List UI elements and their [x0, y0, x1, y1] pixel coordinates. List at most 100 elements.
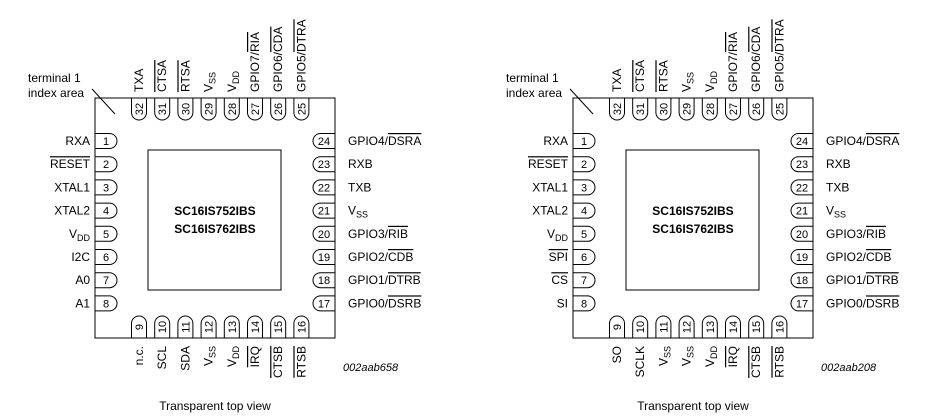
pin-label-24: GPIO4/DSRA: [826, 134, 899, 148]
pin-14: 14: [725, 315, 741, 339]
pin-3: 3: [572, 179, 596, 196]
pin-label-13: VDD: [703, 346, 719, 368]
pin-6: 6: [572, 249, 596, 265]
pin-number: 16: [774, 321, 786, 333]
pin-number: 27: [250, 103, 262, 115]
pin-2: 2: [572, 156, 596, 173]
pin-label-7: CS: [551, 273, 568, 287]
pin-7: 7: [572, 272, 596, 289]
pin-label-26: GPIO6/CDA: [271, 27, 285, 92]
index-area-label: index area: [506, 86, 562, 100]
pin-label-12: VSS: [680, 346, 696, 366]
pin-label-29: VSS: [202, 72, 218, 92]
pin-label-18: GPIO1/DTRB: [826, 273, 899, 287]
diagram-code: 002aab208: [821, 362, 877, 374]
pin-label-23: RXB: [348, 157, 373, 171]
pin-number: 32: [612, 103, 624, 115]
pin-number: 29: [682, 103, 694, 115]
pin-number: 4: [103, 206, 109, 218]
pin-23: 23: [790, 156, 814, 173]
pin-label-2: RESET: [50, 157, 91, 171]
diagram-code: 002aab658: [343, 362, 399, 374]
pin-number: 22: [796, 182, 808, 194]
pin-number: 11: [658, 321, 670, 332]
pin-label-32: TXA: [132, 69, 146, 92]
pin-31: 31: [632, 97, 649, 121]
pin-15: 15: [748, 315, 765, 339]
pin-29: 29: [678, 97, 695, 121]
index-area-label: index area: [28, 86, 84, 100]
pin-label-17: GPIO0/DSRB: [826, 296, 899, 310]
pin-number: 26: [751, 103, 763, 115]
pin-label-8: A1: [75, 296, 90, 310]
pin-9: 9: [131, 315, 147, 339]
pin-number: 9: [612, 324, 624, 330]
pin-number: 32: [134, 103, 146, 115]
pin-7: 7: [94, 272, 118, 289]
pin-22: 22: [790, 179, 814, 196]
pin-22: 22: [312, 179, 336, 196]
pin-number: 9: [134, 324, 146, 330]
index-area-label: terminal 1: [506, 71, 559, 85]
pin-number: 17: [318, 298, 330, 310]
pin-5: 5: [94, 225, 118, 242]
pin-label-3: XTAL1: [532, 180, 568, 194]
pin-number: 19: [796, 252, 808, 264]
pin-26: 26: [270, 97, 287, 121]
pin-19: 19: [790, 249, 814, 265]
pinout-diagram-2: SC16IS752IBSSC16IS762IBS1RXA2RESET3XTAL1…: [506, 19, 899, 413]
pin-label-6: I2C: [71, 250, 90, 264]
pin-number: 20: [796, 229, 808, 241]
pin-32: 32: [131, 97, 147, 121]
pin-label-23: RXB: [826, 157, 851, 171]
pin-number: 4: [581, 206, 587, 218]
pin-27: 27: [247, 97, 263, 121]
pin-9: 9: [609, 315, 625, 339]
chip-name: SC16IS752IBS: [174, 204, 255, 218]
pin-number: 18: [796, 275, 808, 287]
pin-17: 17: [312, 295, 336, 312]
pin-number: 31: [157, 103, 169, 115]
pin-number: 8: [103, 298, 109, 310]
pin-label-28: VDD: [703, 70, 719, 92]
pin-number: 2: [103, 159, 109, 171]
pin-number: 1: [581, 136, 587, 148]
pinout-diagram-1: SC16IS752IBSSC16IS762IBS1RXA2RESET3XTAL1…: [28, 19, 421, 413]
pin-label-8: SI: [557, 296, 568, 310]
pin-number: 25: [296, 103, 308, 115]
pin-1: 1: [572, 133, 596, 149]
pin-16: 16: [771, 315, 788, 339]
pin-number: 30: [658, 103, 670, 115]
index-area-label: terminal 1: [28, 71, 81, 85]
pin-number: 3: [103, 182, 109, 194]
pin-label-17: GPIO0/DSRB: [348, 296, 421, 310]
pin-14: 14: [247, 315, 263, 339]
pin-label-3: XTAL1: [54, 180, 90, 194]
die-pad: [147, 149, 282, 291]
pin-21: 21: [312, 202, 336, 219]
pin-26: 26: [748, 97, 765, 121]
pin-label-30: RTSA: [178, 60, 192, 92]
pin-label-21: VSS: [826, 204, 846, 220]
pin-label-15: CTSB: [749, 346, 763, 378]
pin-number: 13: [227, 321, 239, 333]
pin-12: 12: [678, 315, 695, 339]
pin-label-27: GPIO7/RIA: [726, 32, 740, 92]
pin-number: 30: [180, 103, 192, 115]
pin-number: 8: [581, 298, 587, 310]
pin-label-7: A0: [75, 273, 90, 287]
pin-number: 6: [581, 252, 587, 264]
pin-label-16: RTSB: [294, 346, 308, 378]
pin-label-16: RTSB: [772, 346, 786, 378]
pin-label-28: VDD: [225, 70, 241, 92]
pin-number: 27: [728, 103, 740, 115]
pin-label-27: GPIO7/RIA: [248, 32, 262, 92]
pin-number: 15: [273, 321, 285, 333]
pin-label-14: IRQ: [248, 346, 262, 367]
pin-label-31: CTSA: [155, 60, 169, 92]
pin-number: 23: [796, 159, 808, 171]
diagram-caption: Transparent top view: [637, 399, 749, 413]
pin-label-9: n.c.: [132, 346, 146, 365]
pin-18: 18: [790, 272, 814, 289]
